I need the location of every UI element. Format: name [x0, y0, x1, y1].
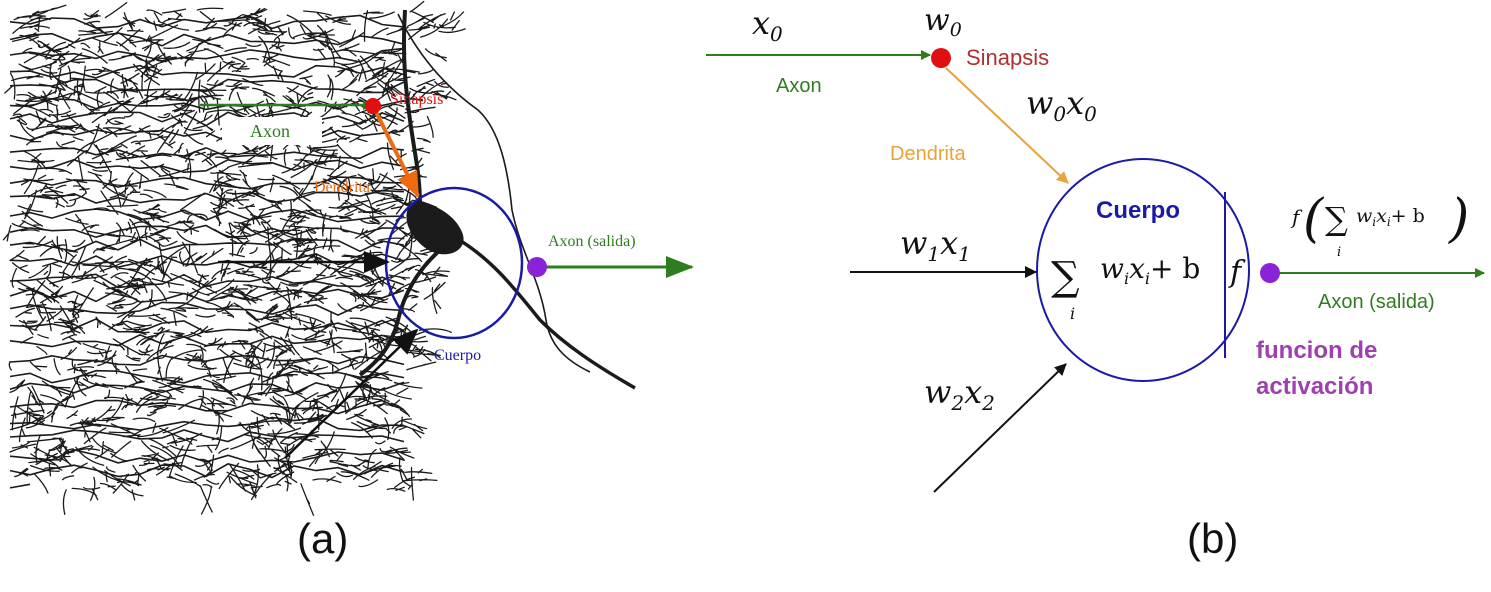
w0-label: w0 — [924, 3, 962, 41]
main-dendrite-left — [358, 248, 442, 377]
funcion-activacion-label-line1: funcion de — [1256, 337, 1377, 364]
funcion-activacion-label-line2: activación — [1256, 373, 1373, 400]
w0x0-label: w0x0 — [1026, 84, 1097, 126]
output-f-b: f — [1290, 205, 1303, 229]
sinapsis-label-b: Sinapsis — [966, 45, 1049, 70]
cuerpo-label-a: Cuerpo — [434, 347, 481, 364]
neuron-soma — [406, 200, 464, 255]
output-sum-symbol-b: ∑ — [1325, 200, 1348, 238]
output-expression-b: wixi+ b — [1356, 205, 1425, 229]
output-sum-index-b: i — [1337, 245, 1341, 260]
output-paren-close-b: ) — [1448, 189, 1469, 249]
panel-b: x0 w0 Axon Sinapsis w0x0 Dendrita Cuerpo… — [706, 3, 1485, 562]
axon-salida-label-a: Axon (salida) — [548, 233, 636, 250]
synapse-dot-a — [365, 98, 381, 114]
dendrita-label-a: Dendrita — [314, 179, 370, 196]
activation-dot-b — [1260, 263, 1280, 283]
input-arrow-w2x2 — [933, 363, 1067, 493]
sinapsis-label-a: Sinapsis — [390, 91, 443, 108]
dendrite-arrow-a — [372, 107, 420, 198]
dendrita-label-b: Dendrita — [890, 143, 966, 165]
w1x1-label: w1x1 — [900, 224, 971, 266]
panel-a-caption: (a) — [297, 515, 348, 562]
axon-label-a: Axon — [250, 121, 290, 141]
cell-body-circle-b — [1036, 158, 1250, 382]
synapse-dot-b — [931, 48, 951, 68]
axon-label-b: Axon — [776, 75, 822, 97]
sum-symbol-b: ∑ — [1051, 254, 1080, 300]
cuerpo-label-b: Cuerpo — [1096, 197, 1180, 224]
sum-index-b: i — [1070, 304, 1075, 323]
cell-body-circle-a — [384, 186, 524, 340]
tissue-boundary — [397, 13, 591, 373]
axon-label-bg-a — [222, 117, 322, 145]
fiber-texture — [9, 14, 405, 489]
neuron-tissue-drawing — [2, 0, 466, 516]
panel-b-caption: (b) — [1187, 515, 1238, 562]
x0-label: x0 — [752, 4, 783, 46]
output-paren-open-b: ( — [1303, 189, 1325, 249]
activation-f-b: f — [1228, 255, 1246, 290]
axon-salida-label-b: Axon (salida) — [1318, 291, 1435, 313]
sum-expression-b: wixi+ b — [1100, 252, 1200, 288]
axon-process — [455, 236, 636, 390]
w2x2-label: w2x2 — [924, 373, 995, 415]
input-arrow-low-a — [284, 328, 419, 459]
dendrite-arrow-b — [945, 67, 1069, 184]
panel-a: Axon Sinapsis Dendrita Cuerpo Axon (sali… — [2, 0, 694, 562]
activation-dot-a — [527, 257, 547, 277]
